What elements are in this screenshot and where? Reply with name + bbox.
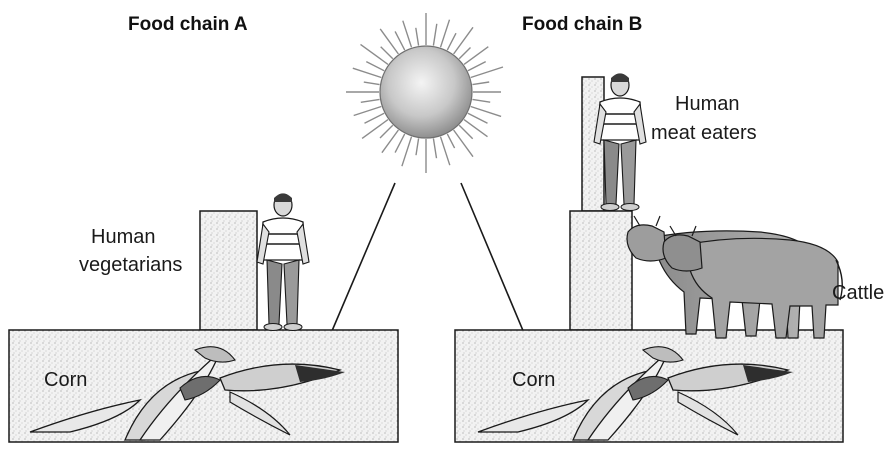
label-human-vegetarians-line1: Human	[91, 226, 155, 248]
energy-arrow-a	[323, 183, 395, 352]
human-vegetarian-icon	[257, 194, 309, 331]
food-chain-a-panel	[9, 194, 398, 443]
pillar-b-base	[570, 211, 632, 330]
label-human-vegetarians-line2: vegetarians	[79, 254, 182, 276]
cattle-icon	[627, 216, 842, 338]
pillar-b-tall	[582, 77, 604, 211]
label-human-meat-eaters-line2: meat eaters	[651, 122, 757, 144]
food-chain-a-title: Food chain A	[128, 14, 248, 35]
energy-arrow-b	[461, 183, 532, 352]
label-cattle: Cattle	[832, 282, 884, 304]
sun-icon	[346, 13, 503, 173]
label-human-meat-eaters-line1: Human	[675, 93, 739, 115]
label-corn-a: Corn	[44, 369, 87, 391]
food-chain-b-title: Food chain B	[522, 14, 642, 35]
label-corn-b: Corn	[512, 369, 555, 391]
pillar-a	[200, 211, 257, 330]
